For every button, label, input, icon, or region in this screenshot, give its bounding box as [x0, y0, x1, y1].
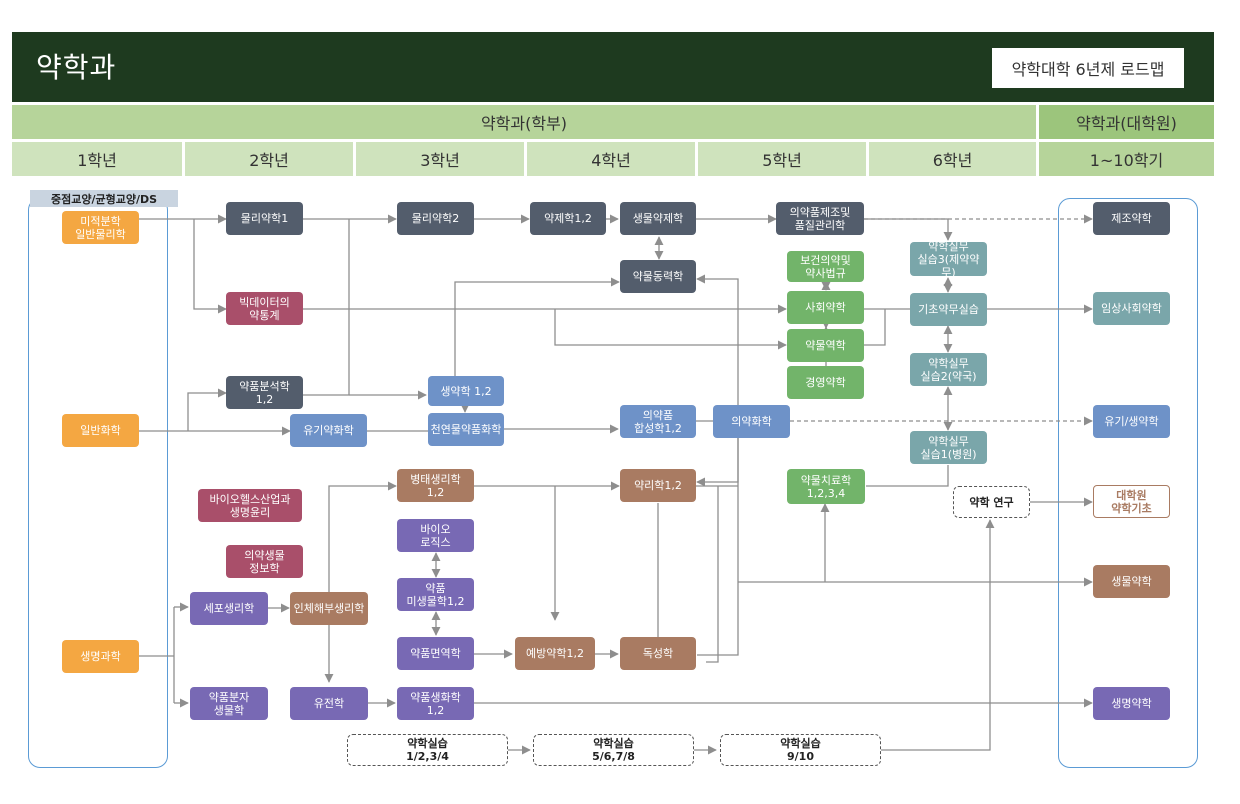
undergrad-band: 약학과(학부) — [12, 105, 1036, 139]
grad-basics[interactable]: 대학원 약학기초 — [1093, 485, 1170, 518]
year-1: 1학년 — [12, 142, 182, 176]
course-epidemiology[interactable]: 약물역학 — [787, 329, 864, 362]
grad-organic-bio[interactable]: 유기/생약학 — [1093, 405, 1170, 438]
grad-semesters: 1~10학기 — [1039, 142, 1214, 176]
course-analysis[interactable]: 약품분석학 1,2 — [226, 376, 303, 409]
course-drug-manufacturing[interactable]: 의약품제조및 품질관리학 — [776, 202, 864, 235]
course-pharmacokinetics[interactable]: 약물동력학 — [620, 260, 696, 293]
year-2: 2학년 — [185, 142, 353, 176]
course-practicum-3[interactable]: 약학실습 9/10 — [720, 734, 881, 766]
course-microbiology[interactable]: 약품 미생물학1,2 — [397, 578, 474, 611]
roadmap-label: 약학대학 6년제 로드맵 — [992, 48, 1184, 88]
course-genetics[interactable]: 유전학 — [290, 687, 368, 720]
course-basic-practice[interactable]: 기초약무실습 — [910, 293, 987, 326]
course-general-chem[interactable]: 일반화학 — [62, 414, 139, 447]
course-bio-pharm[interactable]: 생약학 1,2 — [428, 376, 504, 406]
course-cell-bio[interactable]: 세포생리학 — [190, 592, 268, 625]
course-anatomy[interactable]: 인체해부생리학 — [290, 592, 368, 625]
course-big-data[interactable]: 빅데이터의 약통계 — [226, 292, 303, 325]
grad-biological[interactable]: 생물약학 — [1093, 565, 1170, 598]
course-bioinfo[interactable]: 의약생물 정보학 — [226, 545, 303, 578]
page-title: 약학과 — [36, 51, 117, 84]
course-research[interactable]: 약학 연구 — [953, 486, 1030, 518]
course-health-law[interactable]: 보건의약및 약사법규 — [787, 251, 864, 282]
course-biochem[interactable]: 약품생화학 1,2 — [397, 687, 474, 720]
year-6: 6학년 — [869, 142, 1036, 176]
course-immunology[interactable]: 약품면역학 — [397, 637, 474, 670]
course-molecular-bio[interactable]: 약품분자 생물학 — [190, 687, 268, 720]
course-natural-products[interactable]: 천연물약품화학 — [428, 413, 504, 446]
course-social-pharm[interactable]: 사회약학 — [787, 291, 864, 324]
course-bio-ethics[interactable]: 바이오헬스산업과 생명윤리 — [198, 489, 302, 522]
grad-clinical-social[interactable]: 임상사회약학 — [1093, 292, 1170, 325]
page-header: 약학과 약학대학 6년제 로드맵 — [12, 32, 1214, 102]
course-practicum-1[interactable]: 약학실습 1/2,3/4 — [347, 734, 508, 766]
grad-life-pharm[interactable]: 생명약학 — [1093, 687, 1170, 720]
course-pharmacology[interactable]: 약리학1,2 — [620, 469, 696, 502]
course-pharmaceutics[interactable]: 약제학1,2 — [530, 202, 606, 235]
course-toxicology[interactable]: 독성학 — [620, 637, 696, 670]
general-ed-label: 중점교양/균형교양/DS — [30, 190, 178, 207]
course-practice3[interactable]: 약학실무 실습3(제약약무) — [910, 240, 987, 279]
course-biologics[interactable]: 바이오 로직스 — [397, 519, 474, 552]
course-pathophysiology[interactable]: 병태생리학 1,2 — [397, 469, 474, 502]
grad-band: 약학과(대학원) — [1039, 105, 1214, 139]
course-bio-pharmaceutics[interactable]: 생물약제학 — [620, 202, 696, 235]
course-general-physics[interactable]: 미적분학 일반물리학 — [62, 211, 139, 244]
year-4: 4학년 — [527, 142, 695, 176]
course-phys-pharm1[interactable]: 물리약학1 — [226, 202, 303, 235]
grad-frame — [1058, 198, 1198, 768]
year-3: 3학년 — [356, 142, 524, 176]
course-organic[interactable]: 유기약화학 — [290, 414, 367, 447]
course-synthesis[interactable]: 의약품 합성학1,2 — [620, 405, 696, 438]
course-med-chem[interactable]: 의약화학 — [713, 405, 790, 438]
course-preventive[interactable]: 예방약학1,2 — [515, 637, 595, 670]
course-practice2[interactable]: 약학실무 실습2(약국) — [910, 353, 987, 386]
course-life-science[interactable]: 생명과학 — [62, 640, 139, 673]
course-practicum-2[interactable]: 약학실습 5/6,7/8 — [533, 734, 694, 766]
course-mgmt-pharm[interactable]: 경영약학 — [787, 366, 864, 399]
grad-manufacturing[interactable]: 제조약학 — [1093, 202, 1170, 235]
course-practice1[interactable]: 약학실무 실습1(병원) — [910, 431, 987, 464]
course-phys-pharm2[interactable]: 물리약학2 — [397, 202, 474, 235]
year-5: 5학년 — [698, 142, 866, 176]
course-pharmacotherapy[interactable]: 약물치료학 1,2,3,4 — [787, 469, 865, 504]
